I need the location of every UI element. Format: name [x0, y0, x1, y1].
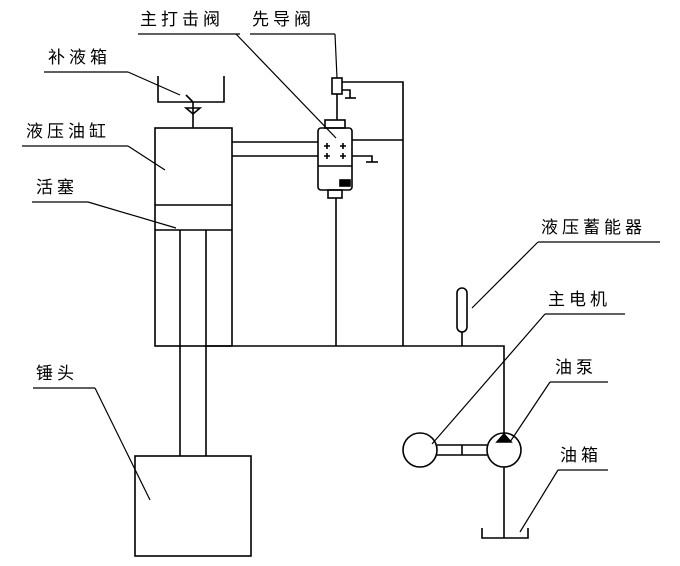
label-pilot-valve: 先导阀 [252, 10, 315, 30]
supply-tank [157, 76, 225, 128]
label-piston: 活塞 [36, 178, 78, 198]
pipe-cylinder-to-valve [232, 141, 318, 157]
motor-circle [402, 432, 438, 468]
label-main-valve: 主打击阀 [140, 10, 224, 30]
main-pressure-line [206, 345, 505, 436]
leader-lines [22, 33, 660, 533]
pump-arrow-icon [495, 432, 513, 443]
piston-rod [179, 230, 207, 456]
main-valve [317, 119, 378, 199]
label-supply-tank: 补液箱 [48, 48, 111, 68]
label-cylinder: 液压油缸 [26, 122, 110, 142]
accumulator [456, 287, 468, 346]
motor-pump-unit [402, 432, 522, 468]
label-oil-tank: 油箱 [560, 446, 602, 466]
label-accumulator: 液压蓄能器 [541, 218, 646, 238]
oil-tank [481, 528, 529, 539]
pilot-valve [331, 77, 404, 346]
label-motor: 主电机 [548, 290, 611, 310]
label-hammer: 锤头 [36, 364, 78, 384]
hydraulic-cylinder [154, 127, 233, 347]
hammer-head [134, 455, 252, 557]
label-pump: 油泵 [555, 358, 597, 378]
